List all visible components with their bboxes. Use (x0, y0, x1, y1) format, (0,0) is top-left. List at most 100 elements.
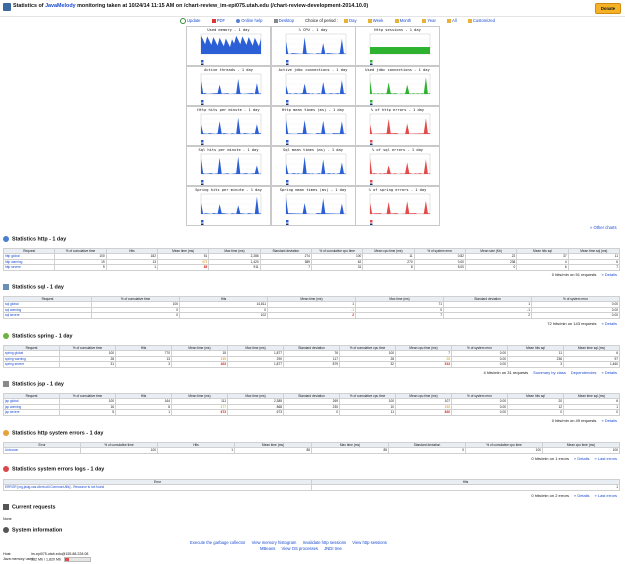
period-all[interactable]: All (447, 18, 462, 23)
table-cell: 513 (395, 361, 452, 368)
invalidate-sessions-link[interactable]: Invalidate http sessions (302, 540, 347, 545)
row-label[interactable]: http severe (2, 264, 56, 271)
mbeans-link[interactable]: MBeans (260, 546, 276, 551)
chart-11[interactable]: Sql mean times (ms) - 1 day (270, 146, 356, 186)
period-week[interactable]: Week (367, 18, 389, 23)
column-header[interactable]: Mean time sql (ms) (563, 392, 620, 400)
column-header[interactable]: Hits (311, 478, 620, 486)
desktop-label: Desktop (278, 18, 294, 24)
chart-6[interactable]: Used jdbc connections - 1 day (355, 66, 440, 106)
http-errors-last-errors-link[interactable]: » Last errors (594, 456, 617, 461)
chart-15[interactable]: % of spring errors - 1 day (355, 186, 440, 226)
chart-1[interactable]: Used memory - 1 day (186, 26, 271, 66)
period-day[interactable]: Day (344, 18, 361, 23)
view-sessions-link[interactable]: View http sessions (352, 540, 387, 545)
period-customized[interactable]: Customized (467, 18, 500, 23)
spring-footer-text: 4 hits/min on 31 requests (483, 370, 529, 375)
column-header[interactable]: Mean cpu time (ms) (542, 441, 620, 449)
page-header: Statistics of JavaMelody monitoring take… (0, 0, 625, 17)
chart-plot (369, 153, 431, 185)
section-jsp-title-text[interactable]: Statistics jsp - 1 day (12, 381, 64, 388)
update-button[interactable]: Update (180, 18, 206, 24)
row-label[interactable]: jsp severe (3, 409, 60, 416)
desktop-link[interactable]: Desktop (273, 18, 299, 24)
chart-13[interactable]: Spring hits per minute - 1 day (186, 186, 271, 226)
errors-logs-details-link[interactable]: » Details (573, 493, 590, 498)
current-requests-none: None (3, 517, 12, 521)
chart-4[interactable]: Active threads - 1 day (186, 66, 271, 106)
errors-logs-last-errors-link[interactable]: » Last errors (594, 493, 617, 498)
jndi-tree-link[interactable]: JNDI tree (324, 546, 342, 551)
section-spring-title-text[interactable]: Statistics spring - 1 day (12, 333, 73, 340)
memory-histogram-link[interactable]: View memory histogram (251, 540, 297, 545)
requests-icon (3, 504, 9, 510)
jsp-details-link[interactable]: » Details (601, 418, 617, 423)
legend-mean-swatch (370, 140, 373, 143)
period-year[interactable]: Year (422, 18, 440, 23)
chart-7[interactable]: Http hits per minute - 1 day (186, 106, 271, 146)
section-errors-logs-title-text[interactable]: Statistics system errors logs - 1 day (12, 466, 105, 473)
pdf-button[interactable]: PDF (211, 18, 230, 23)
section-http-errors-title: Statistics http system errors - 1 day (3, 430, 103, 436)
legend-mean-swatch (201, 60, 204, 63)
column-header[interactable]: Mean time sql (ms) (563, 344, 620, 352)
spring-summary-link[interactable]: Summary by class (533, 370, 566, 375)
spring-details-link[interactable]: » Details (601, 370, 617, 375)
system-actions: Execute the garbage collector View memor… (190, 540, 392, 545)
javamelody-link[interactable]: JavaMelody (45, 3, 76, 9)
legend-mean-swatch (285, 60, 288, 63)
os-processes-link[interactable]: View OS processes (281, 546, 319, 551)
jsp-page-icon (3, 381, 9, 387)
other-charts-link[interactable]: » Other charts (590, 225, 617, 230)
chart-title: Used jdbc connections - 1 day (365, 68, 430, 72)
chart-14[interactable]: Spring mean times (ms) - 1 day (270, 186, 356, 226)
sql-footer-text: 72 hits/min on 143 requests (547, 321, 597, 326)
column-header[interactable]: Mean time sql (ms) (567, 247, 621, 255)
series-area (370, 200, 430, 214)
refresh-icon (180, 18, 186, 24)
legend-max-swatch (370, 63, 373, 65)
series-area (285, 156, 346, 174)
host-label: Host: (3, 552, 12, 556)
table-cell: 0 (283, 409, 340, 416)
row-label[interactable]: spring severe (3, 361, 60, 368)
section-system-title-text[interactable]: System information (12, 527, 63, 534)
sql-details-link[interactable]: » Details (601, 321, 617, 326)
chart-3[interactable]: Http sessions - 1 day (355, 26, 440, 66)
chart-10[interactable]: Sql hits per minute - 1 day (186, 146, 271, 186)
table-cell: 879 (283, 361, 340, 368)
chart-5[interactable]: Active jdbc connections - 1 day (270, 66, 356, 106)
row-label[interactable]: sql severe (3, 312, 92, 319)
chart-9[interactable]: % of http errors - 1 day (355, 106, 440, 146)
memory-value: 332 Mb / 1,820 Mb (31, 557, 61, 562)
row-label[interactable]: Unknown (3, 447, 81, 454)
chart-2[interactable]: % CPU - 1 day (270, 26, 356, 66)
legend-mean-swatch (285, 180, 288, 183)
period-month[interactable]: Month (394, 18, 417, 23)
row-label[interactable]: ERROR [org.jasig.cas.client.util.CommonU… (3, 484, 312, 491)
spring-dependencies-link[interactable]: Dependencies (570, 370, 597, 375)
online-help-link[interactable]: Online help (236, 18, 267, 23)
section-sql-title-text[interactable]: Statistics sql - 1 day (12, 284, 64, 291)
chart-12[interactable]: % of sql errors - 1 day (355, 146, 440, 186)
section-http-errors-title-text[interactable]: Statistics http system errors - 1 day (12, 430, 104, 437)
period-day-label: Day (349, 18, 357, 24)
column-header[interactable]: % of system error (531, 295, 620, 303)
section-current-requests-title-text[interactable]: Current requests (12, 504, 56, 511)
page-title: Statistics of JavaMelody monitoring take… (13, 3, 368, 9)
donate-button[interactable]: Donate (595, 3, 621, 14)
http-details-link[interactable]: » Details (601, 272, 617, 277)
legend-mean-swatch (285, 220, 288, 223)
column-header[interactable]: Request (2, 247, 56, 255)
table-cell: 0 (563, 409, 620, 416)
http-errors-details-link[interactable]: » Details (573, 456, 590, 461)
gc-button[interactable]: Execute the garbage collector (190, 540, 246, 545)
table-cell: 1 (105, 264, 158, 271)
chart-8[interactable]: Http mean times (ms) - 1 day (270, 106, 356, 146)
section-http-title-text[interactable]: Statistics http - 1 day (12, 236, 67, 243)
table-cell: 403 (171, 361, 228, 368)
